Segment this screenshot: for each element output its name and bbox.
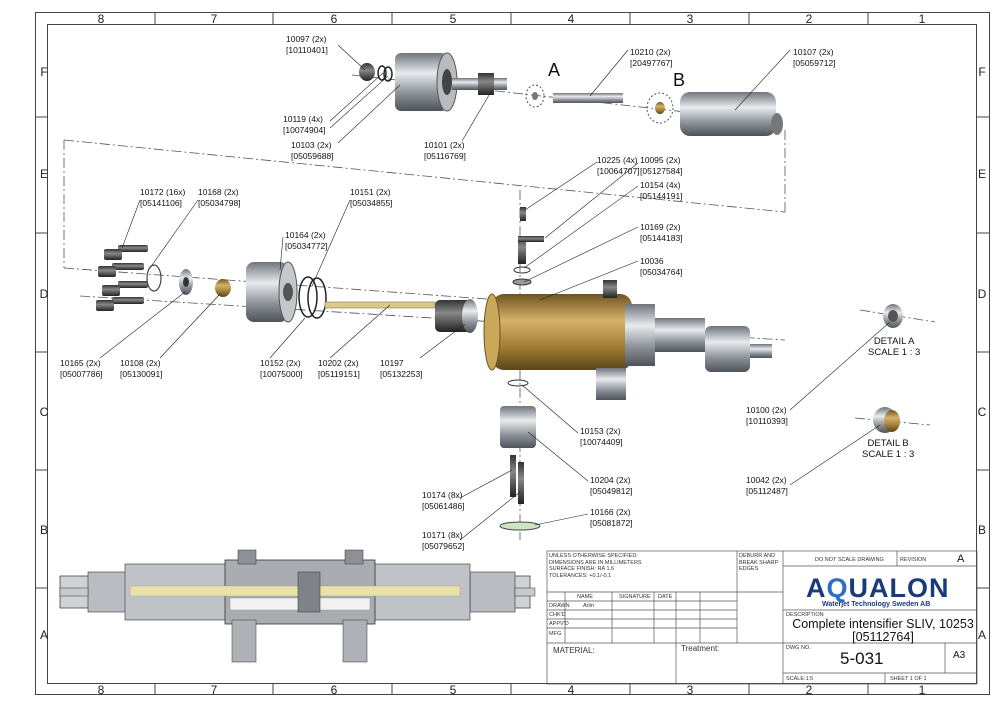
zone-row-a-left: A	[39, 628, 48, 642]
zone-row-a-right: A	[977, 628, 986, 642]
general-notes: UNLESS OTHERWISE SPECIFIED: DIMENSIONS A…	[549, 553, 642, 579]
callout-10152: 10152 (2x)[10075000]	[260, 358, 303, 379]
drawing-number: 5-031	[840, 649, 884, 668]
callout-10107: 10107 (2x)[05059712]	[793, 47, 836, 68]
callout-10042: 10042 (2x)[05112487]	[746, 475, 788, 496]
callout-10164: 10164 (2x)[05034772]	[285, 230, 328, 251]
sheet-number: SHEET 1 OF 1	[890, 676, 927, 682]
row-approved: APPV'D	[549, 621, 569, 627]
callout-10036: 10036[05034764]	[640, 256, 683, 277]
zone-col-3-top: 3	[686, 12, 694, 26]
row-checked: CHK'D	[549, 612, 566, 618]
zone-col-3-bottom: 3	[686, 683, 694, 697]
zone-row-c-right: C	[977, 405, 987, 419]
row-drawn: DRAWN	[549, 603, 570, 609]
aqualon-logo: AQUALON	[806, 573, 950, 603]
zone-col-5-top: 5	[449, 12, 457, 26]
zone-row-b-left: B	[39, 523, 48, 537]
col-signature: SIGNATURE	[619, 594, 651, 600]
zone-row-b-right: B	[977, 523, 986, 537]
callout-10168: 10168 (2x)[05034798]	[198, 187, 241, 208]
zone-col-5-bottom: 5	[449, 683, 457, 697]
logo-subtitle: Waterjet Technology Sweden AB	[822, 601, 931, 608]
callout-10166: 10166 (2x)[05081872]	[590, 507, 633, 528]
callout-10151: 10151 (2x)[05034855]	[350, 187, 393, 208]
do-not-scale-note: DO NOT SCALE DRAWING	[815, 557, 884, 563]
zone-col-1-top: 1	[918, 12, 926, 26]
callout-10225: 10225 (4x)[10064707]	[597, 155, 640, 176]
zone-col-8-top: 8	[97, 12, 105, 26]
callout-10154: 10154 (4x)[05144191]	[640, 180, 683, 201]
zone-col-8-bottom: 8	[97, 683, 105, 697]
dwg-no-label: DWG NO.	[786, 645, 811, 651]
zone-col-2-bottom: 2	[805, 683, 813, 697]
col-date: DATE	[658, 594, 673, 600]
col-name: NAME	[577, 594, 593, 600]
zone-col-6-bottom: 6	[330, 683, 338, 697]
detail-marker-a: A	[548, 60, 561, 80]
row-mfg: MFG	[549, 631, 562, 637]
zone-row-f-right: F	[978, 65, 986, 79]
drawing-inner-border	[47, 24, 977, 684]
callout-10204: 10204 (2x)[05049812]	[590, 475, 633, 496]
zone-col-7-bottom: 7	[210, 683, 218, 697]
callout-10169: 10169 (2x)[05144183]	[640, 222, 683, 243]
zone-col-4-bottom: 4	[567, 683, 575, 697]
callout-10100: 10100 (2x)[10110393]	[746, 405, 788, 426]
callout-10172: 10172 (16x)[05141106]	[140, 187, 186, 208]
sheet-size: A3	[953, 650, 966, 661]
callout-10119: 10119 (4x)[10074904]	[283, 114, 326, 135]
callout-10101: 10101 (2x)[05116769]	[424, 140, 466, 161]
callout-10153: 10153 (2x)[10074409]	[580, 426, 623, 447]
callout-10202: 10202 (2x)[05119151]	[318, 358, 360, 379]
description-label: DESCRIPTION	[786, 612, 824, 618]
revision-label: REVISION	[900, 557, 927, 563]
callout-10095: 10095 (2x)[05127584]	[640, 155, 683, 176]
callout-10174: 10174 (8x)[05061486]	[422, 490, 465, 511]
drawn-by: Arlin	[583, 603, 595, 609]
callout-10210: 10210 (2x)[20497767]	[630, 47, 673, 68]
zone-row-c-left: C	[39, 405, 49, 419]
revision-value: A	[957, 553, 965, 565]
callout-10197: 10197[05132253]	[380, 358, 423, 379]
zone-row-e-left: E	[39, 167, 48, 181]
zone-col-2-top: 2	[805, 12, 813, 26]
zone-col-7-top: 7	[210, 12, 218, 26]
callout-10103: 10103 (2x)[05059688]	[291, 140, 334, 161]
treatment-label: Treatment:	[681, 644, 720, 653]
zone-row-f-left: F	[40, 65, 48, 79]
deburr-note: DEBURR AND BREAK SHARP EDGES	[739, 553, 779, 572]
callout-10097: 10097 (2x)[10110401]	[286, 34, 328, 55]
callout-10108: 10108 (2x)[05130091]	[120, 358, 163, 379]
zone-row-d-left: D	[39, 287, 49, 301]
zone-col-6-top: 6	[330, 12, 338, 26]
material-label: MATERIAL:	[553, 646, 595, 655]
drawing-description: Complete intensifier SLIV, 10253 [051127…	[792, 617, 974, 644]
scale-label: SCALE:1:5	[786, 676, 814, 682]
detail-marker-b: B	[673, 70, 686, 90]
callout-10165: 10165 (2x)[05007786]	[60, 358, 103, 379]
zone-col-4-top: 4	[567, 12, 575, 26]
callout-10171: 10171 (8x)[05079652]	[422, 530, 465, 551]
zone-col-1-bottom: 1	[918, 683, 926, 697]
zone-row-e-right: E	[977, 167, 986, 181]
drawing-outer-border	[35, 12, 990, 695]
zone-row-d-right: D	[977, 287, 987, 301]
